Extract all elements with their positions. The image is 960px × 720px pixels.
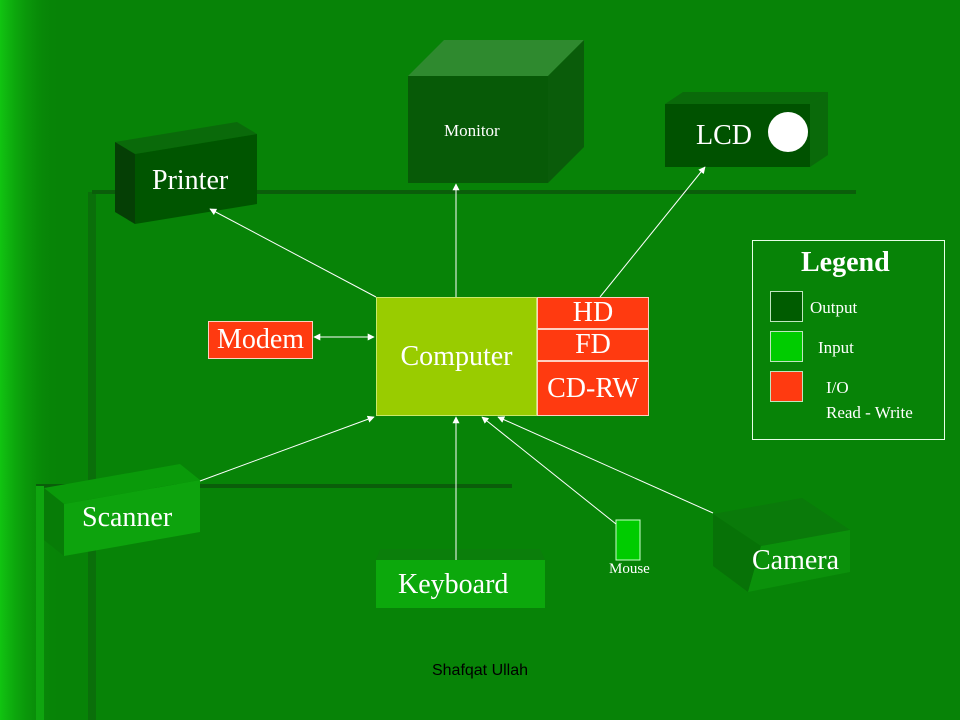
monitor-label: Monitor	[444, 121, 500, 140]
arrow-from-scanner	[199, 415, 375, 482]
legend-label-input: Input	[818, 338, 854, 357]
legend: Legend Output Input I/O Read - Write	[752, 240, 945, 440]
fd-label: FD	[575, 329, 611, 360]
scanner-box	[44, 464, 200, 556]
legend-swatch-input	[770, 331, 803, 362]
cdrw-label: CD-RW	[547, 372, 639, 404]
legend-swatch-io	[770, 371, 803, 402]
mouse-label: Mouse	[609, 561, 650, 577]
connection-arrows	[199, 166, 714, 560]
cdrw-box: CD-RW	[537, 361, 649, 416]
monitor-box	[408, 40, 584, 183]
computer-label: Computer	[400, 340, 513, 372]
lcd-label: LCD	[696, 120, 752, 151]
legend-label-io: I/O	[826, 378, 849, 397]
footer-credit: Shafqat Ullah	[431, 662, 529, 679]
printer-box	[115, 122, 257, 224]
legend-title: Legend	[801, 247, 890, 278]
mouse-shape	[615, 519, 641, 561]
legend-label-read-write: Read - Write	[826, 403, 913, 422]
modem-box: Modem	[208, 321, 313, 359]
lcd-box	[665, 92, 828, 167]
arrow-to-printer	[209, 208, 377, 298]
printer-label: Printer	[152, 165, 229, 196]
computer-box: Computer	[376, 297, 537, 416]
legend-label-output: Output	[810, 298, 858, 317]
arrow-from-mouse	[481, 416, 617, 525]
hd-label: HD	[572, 297, 614, 328]
modem-label: Modem	[216, 324, 305, 355]
camera-label: Camera	[752, 545, 840, 576]
scanner-label: Scanner	[82, 502, 173, 533]
background-decoration	[0, 0, 856, 720]
camera-box	[713, 498, 850, 592]
keyboard-label: Keyboard	[398, 569, 509, 600]
arrow-from-camera	[497, 416, 714, 514]
legend-swatch-output	[770, 291, 803, 322]
fd-box: FD	[537, 329, 649, 361]
keyboard-box	[376, 549, 545, 608]
hd-box: HD	[537, 297, 649, 329]
arrow-to-lcd	[599, 166, 706, 298]
